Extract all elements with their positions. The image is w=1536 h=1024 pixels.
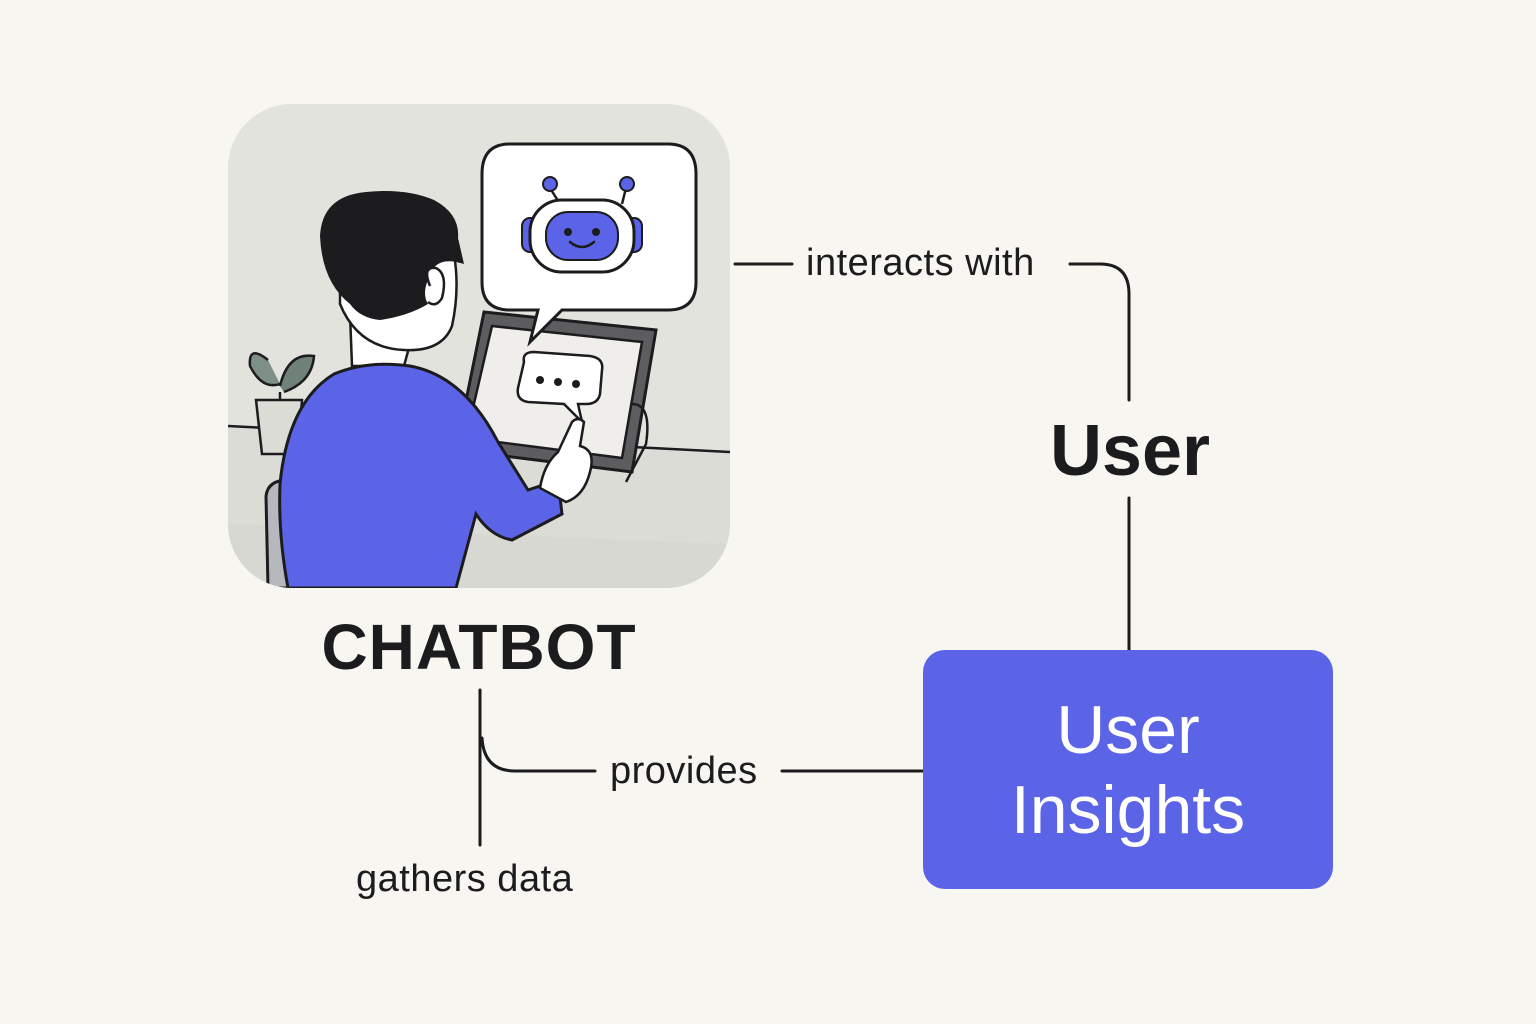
robot-speech-bubble xyxy=(480,142,698,347)
user-insights-node: User Insights xyxy=(923,650,1333,889)
chatbot-label: CHATBOT xyxy=(321,611,637,683)
edge-label-provides: provides xyxy=(610,750,758,792)
tablet-icon xyxy=(454,310,658,483)
edge-provides-left xyxy=(480,736,597,773)
insights-line-2: Insights xyxy=(1010,771,1246,848)
edge-label-interacts-with: interacts with xyxy=(806,242,1035,284)
robot-icon xyxy=(521,176,643,274)
user-label: User xyxy=(1049,411,1211,491)
person-illustration xyxy=(278,191,593,588)
chatbot-illustration xyxy=(228,104,730,588)
insights-line-1: User xyxy=(1056,691,1200,768)
edge-interacts-right xyxy=(1068,262,1131,402)
edge-label-gathers-data: gathers data xyxy=(356,858,574,900)
